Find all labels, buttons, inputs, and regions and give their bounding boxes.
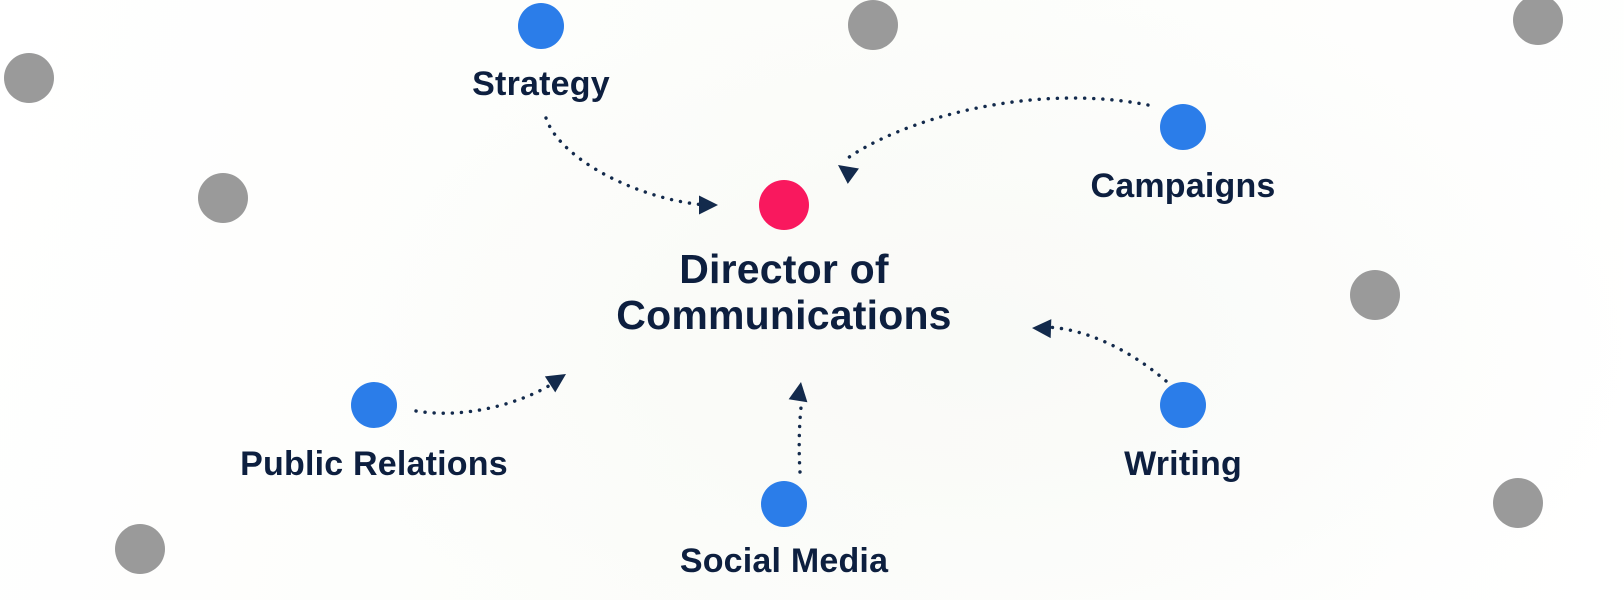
branch-label-social-media: Social Media <box>679 542 889 580</box>
connector-social-to-center <box>788 382 808 474</box>
connector-path <box>843 96 1150 162</box>
branch-node-social-media[interactable] <box>761 481 807 527</box>
connector-writing-to-center <box>1032 319 1168 383</box>
connector-arrowhead <box>544 374 566 393</box>
connector-arrowhead <box>788 382 808 403</box>
connector-path <box>797 390 805 474</box>
center-node[interactable] <box>759 180 809 230</box>
branch-node-public-relations[interactable] <box>351 382 397 428</box>
connector-path <box>1043 325 1168 383</box>
connector-pr-to-center <box>414 374 566 415</box>
decorative-dot <box>1493 478 1543 528</box>
connector-path <box>414 378 560 415</box>
connector-campaigns-to-center <box>838 96 1150 184</box>
connector-strategy-to-center <box>544 116 718 215</box>
branch-label-public-relations: Public Relations <box>240 445 508 483</box>
connector-arrowhead <box>1032 319 1052 339</box>
decorative-dot <box>4 53 54 103</box>
branch-label-writing: Writing <box>1124 445 1242 483</box>
decorative-dot <box>1350 270 1400 320</box>
connector-arrowhead <box>838 165 859 184</box>
center-label-line-1: Director of <box>679 246 889 292</box>
branch-label-campaigns: Campaigns <box>1090 167 1276 205</box>
decorative-dot <box>115 524 165 574</box>
center-label-line-2: Communications <box>616 291 952 338</box>
branch-node-writing[interactable] <box>1160 382 1206 428</box>
branch-label-strategy: Strategy <box>472 65 610 103</box>
decorative-dot <box>1513 0 1563 45</box>
decorative-dot <box>848 0 898 50</box>
connector-path <box>544 116 708 207</box>
branch-node-strategy[interactable] <box>518 3 564 49</box>
connector-arrowhead <box>699 195 718 215</box>
branch-node-campaigns[interactable] <box>1160 104 1206 150</box>
decorative-dot <box>198 173 248 223</box>
